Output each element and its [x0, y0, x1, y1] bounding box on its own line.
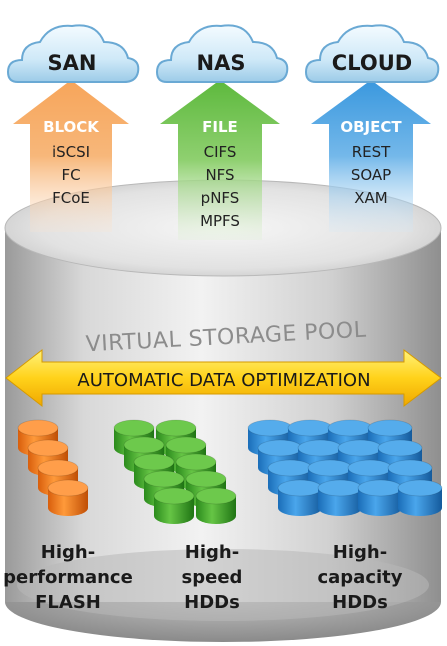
high-speed-hdds-group [113, 419, 237, 524]
hdd-drive-icon [357, 479, 403, 516]
block-item-fc: FC [61, 166, 80, 184]
block-header: BLOCK [43, 118, 100, 136]
hdd-drive-icon [277, 479, 323, 516]
high-capacity-hdds-group [247, 419, 443, 516]
cloud-cloud-icon [304, 24, 440, 83]
object-protocols-arrow [311, 80, 431, 232]
nas-cloud-icon [155, 24, 289, 83]
tier-speed-line1: High- [185, 542, 239, 563]
file-item-cifs: CIFS [204, 143, 237, 161]
file-item-pnfs: pNFS [201, 189, 240, 207]
flash-drive-icon [47, 479, 89, 516]
tier-capacity-line3: HDDs [332, 592, 388, 613]
hdd-drive-icon [153, 487, 195, 524]
tier-speed-line2: speed [182, 567, 243, 588]
hdd-drive-icon [195, 487, 237, 524]
object-item-soap: SOAP [351, 166, 391, 184]
file-protocols-arrow [160, 80, 280, 240]
automatic-data-optimization-label: AUTOMATIC DATA OPTIMIZATION [77, 370, 370, 391]
tier-flash-line1: High- [41, 542, 95, 563]
san-cloud-icon [6, 24, 140, 83]
cloud-label: CLOUD [332, 51, 412, 75]
object-header: OBJECT [340, 118, 402, 136]
block-item-iscsi: iSCSI [52, 143, 90, 161]
hdd-drive-icon [317, 479, 363, 516]
tier-flash-line2: performance [3, 567, 133, 588]
tier-capacity-line1: High- [333, 542, 387, 563]
hdd-drive-icon [397, 479, 443, 516]
object-item-xam: XAM [354, 189, 387, 207]
block-item-fcoe: FCoE [52, 189, 90, 207]
file-header: FILE [202, 118, 238, 136]
object-item-rest: REST [352, 143, 391, 161]
flash-drives-group [17, 419, 89, 516]
tier-capacity-line2: capacity [317, 567, 402, 588]
file-item-nfs: NFS [205, 166, 234, 184]
tier-flash-line3: FLASH [35, 592, 101, 613]
block-protocols-arrow [13, 80, 129, 232]
automatic-data-optimization-arrow [5, 348, 442, 408]
san-label: SAN [48, 51, 97, 75]
tier-speed-line3: HDDs [184, 592, 240, 613]
file-item-mpfs: MPFS [200, 212, 240, 230]
nas-label: NAS [197, 51, 246, 75]
